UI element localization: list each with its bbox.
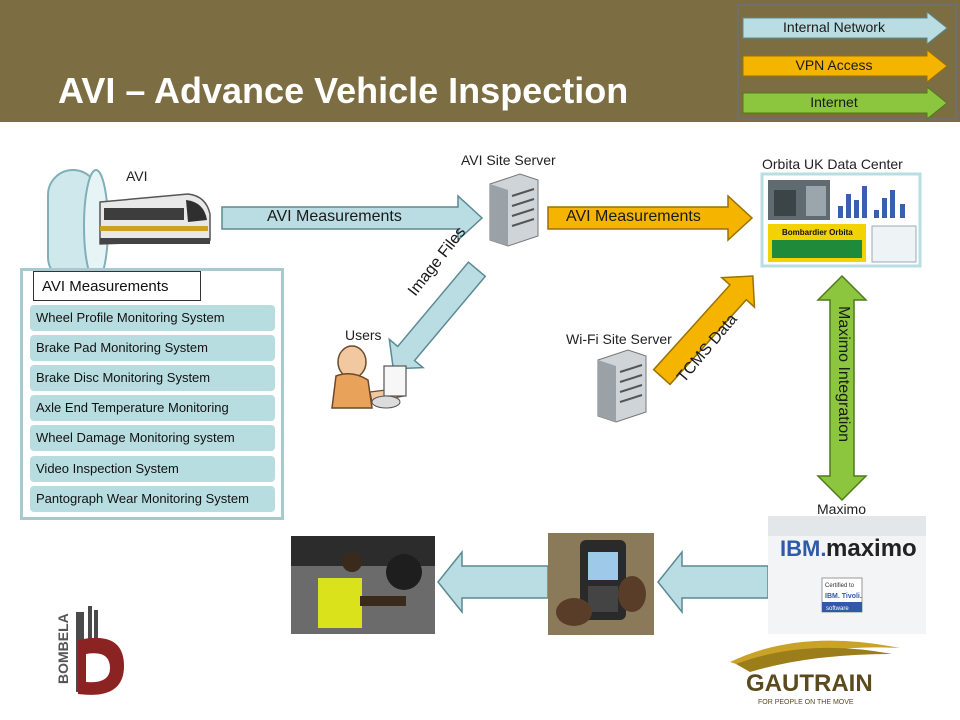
legend-vpn-access: VPN Access — [739, 50, 949, 82]
maximo-integration-arrow — [816, 274, 868, 502]
maximo-software-text: software — [826, 606, 849, 612]
avi-label: AVI — [126, 168, 148, 184]
maximo-logo-image: IBM. maximo Certified to IBM. Tivoli. so… — [768, 516, 926, 634]
system-item: Wheel Damage Monitoring system — [30, 425, 275, 451]
system-item: Wheel Profile Monitoring System — [30, 305, 275, 331]
legend-internet: Internet — [739, 87, 949, 119]
orbita-brand-text: Bombardier Orbita — [782, 228, 853, 237]
users-clipart-icon — [331, 345, 407, 409]
wifi-server-label: Wi-Fi Site Server — [566, 331, 672, 347]
system-item: Pantograph Wear Monitoring System — [30, 486, 275, 512]
bombela-logo: BOMBELA — [55, 606, 124, 695]
system-item: Axle End Temperature Monitoring — [30, 395, 275, 421]
avi-site-server-icon — [489, 173, 539, 247]
gautrain-tagline: FOR PEOPLE ON THE MOVE — [758, 699, 854, 706]
tcms-data-arrow — [652, 275, 756, 386]
avi-site-server-label: AVI Site Server — [461, 152, 556, 168]
maximo-tivoli-text: IBM. Tivoli. — [825, 593, 862, 600]
server-to-orbita-arrow — [547, 194, 754, 242]
maximo-ibm-text: IBM. — [780, 536, 826, 561]
orbita-dashboard-image: Bombardier Orbita — [760, 172, 922, 268]
avi-measurements-arrow-label: AVI Measurements — [267, 208, 402, 225]
wifi-site-server-icon — [597, 349, 647, 423]
to-handheld-arrow — [657, 549, 769, 615]
legend-label: Internet — [810, 94, 858, 110]
system-item: Video Inspection System — [30, 456, 275, 482]
gautrain-logo: GAUTRAIN FOR PEOPLE ON THE MOVE — [730, 640, 900, 706]
legend-internal-network: Internal Network — [739, 12, 949, 44]
system-item: Brake Disc Monitoring System — [30, 365, 275, 391]
maximo-label: Maximo — [817, 501, 867, 517]
avi-to-server-arrow — [221, 194, 484, 242]
gautrain-wordmark: GAUTRAIN — [746, 670, 873, 697]
system-item: Brake Pad Monitoring System — [30, 335, 275, 361]
legend-label: Internal Network — [783, 19, 885, 35]
users-label: Users — [345, 327, 382, 343]
legend-label: VPN Access — [795, 57, 873, 73]
avi-scanner-icon — [47, 169, 109, 283]
handheld-device-photo — [548, 533, 654, 635]
image-files-arrow — [388, 261, 487, 370]
network-legend: Internal Network VPN Access Internet — [737, 4, 957, 120]
bombela-wordmark: BOMBELA — [55, 613, 71, 684]
maximo-integration-arrow-label: Maximo Integration — [835, 306, 852, 443]
orbita-label: Orbita UK Data Center — [762, 156, 903, 172]
measurements-panel-title: AVI Measurements — [33, 271, 201, 301]
page-title: AVI – Advance Vehicle Inspection — [58, 70, 629, 111]
technician-photo — [291, 536, 435, 634]
maximo-word-text: maximo — [826, 535, 917, 562]
avi-measurements-vpn-arrow-label: AVI Measurements — [566, 208, 701, 225]
train-icon — [99, 193, 211, 245]
to-technician-arrow — [437, 549, 549, 615]
maximo-cert-text: Certified to — [825, 583, 855, 589]
